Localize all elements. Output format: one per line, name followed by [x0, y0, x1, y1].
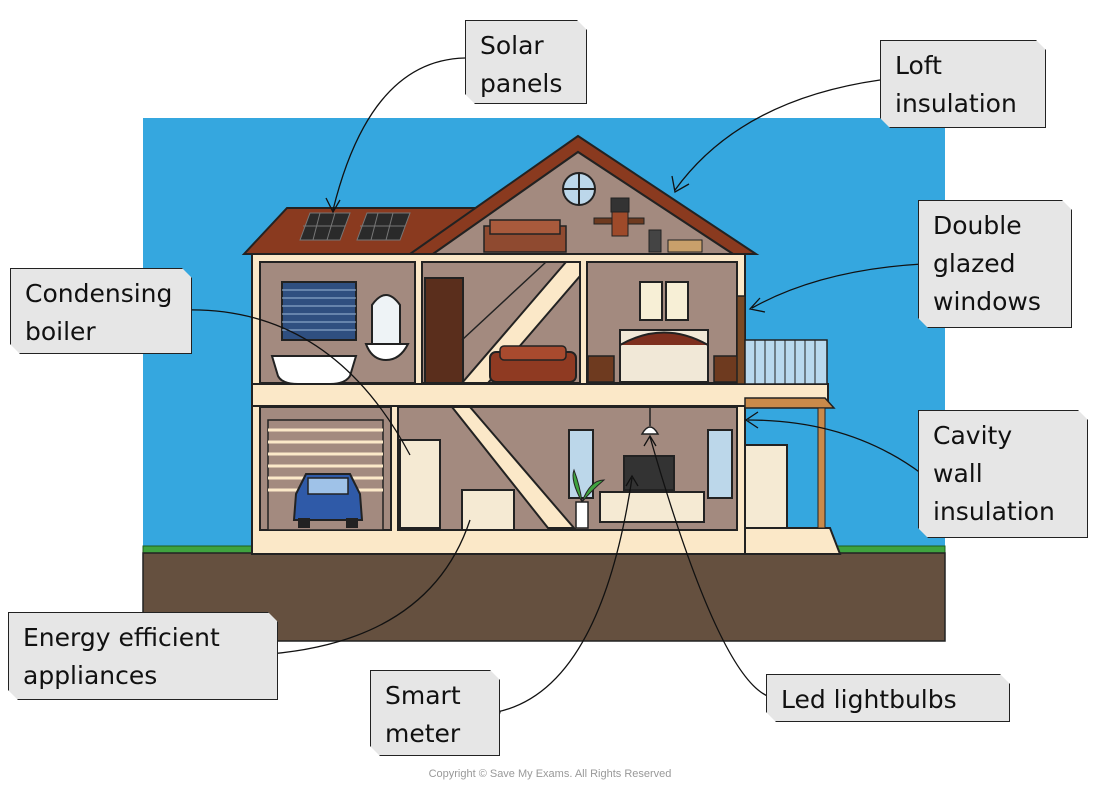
- label-loft-insulation: Loft insulation: [880, 40, 1046, 128]
- tv-cabinet: [599, 455, 705, 523]
- downstairs-staircase: [449, 406, 577, 529]
- label-condensing-boiler: Condensing boiler: [10, 268, 192, 354]
- bookcase: [424, 277, 464, 384]
- window-frame-right: [736, 295, 746, 385]
- leader-double-glazed: [751, 263, 923, 309]
- balcony-railing: [744, 339, 828, 385]
- leader-solar-panels: [332, 57, 466, 211]
- leader-condensing-boiler: [181, 309, 411, 456]
- first-floor-band: [251, 383, 829, 407]
- porch-roof: [744, 397, 836, 409]
- arrow-smart-meter: [625, 474, 639, 487]
- leader-loft-insulation: [674, 79, 881, 191]
- car: [292, 473, 364, 528]
- bed: [587, 329, 741, 383]
- label-cavity-wall-insulation: Cavity wall insulation: [918, 410, 1088, 538]
- ceiling-lamp: [640, 407, 660, 435]
- leader-energy-efficient: [269, 519, 471, 655]
- arrow-solar: [325, 197, 341, 214]
- label-solar-panels: Solar panels: [465, 20, 587, 104]
- hall-door: [399, 439, 441, 529]
- hall-sofa: [489, 345, 577, 383]
- label-energy-efficient-appliances: Energy efficient appliances: [8, 612, 278, 700]
- bedroom-windows: [639, 281, 689, 321]
- porch-base: [744, 527, 842, 555]
- arrow-loft: [671, 175, 690, 194]
- sink: [364, 294, 410, 362]
- copyright-text: Copyright © Save My Exams. All Rights Re…: [428, 768, 672, 780]
- plant: [572, 468, 606, 529]
- arrow-led-bulb: [643, 434, 657, 447]
- arrow-cavity: [744, 411, 759, 429]
- solar-panels: [299, 212, 411, 241]
- leader-led-lightbulbs: [649, 436, 771, 698]
- label-double-glazed-windows: Double glazed windows: [918, 200, 1072, 328]
- attic-desk: [593, 197, 703, 253]
- label-led-lightbulbs: Led lightbulbs: [766, 674, 1010, 722]
- leader-cavity-wall: [747, 419, 923, 475]
- leader-smart-meter: [496, 477, 633, 713]
- porch-post: [817, 407, 826, 529]
- attic-round-window: [562, 172, 596, 206]
- side-table: [461, 489, 515, 531]
- bathtub: [270, 355, 358, 385]
- attic-sofa: [483, 219, 567, 253]
- blinds-window: [281, 281, 357, 341]
- label-smart-meter: Smart meter: [370, 670, 500, 756]
- porch-door: [744, 444, 788, 529]
- arrow-double: [748, 297, 766, 313]
